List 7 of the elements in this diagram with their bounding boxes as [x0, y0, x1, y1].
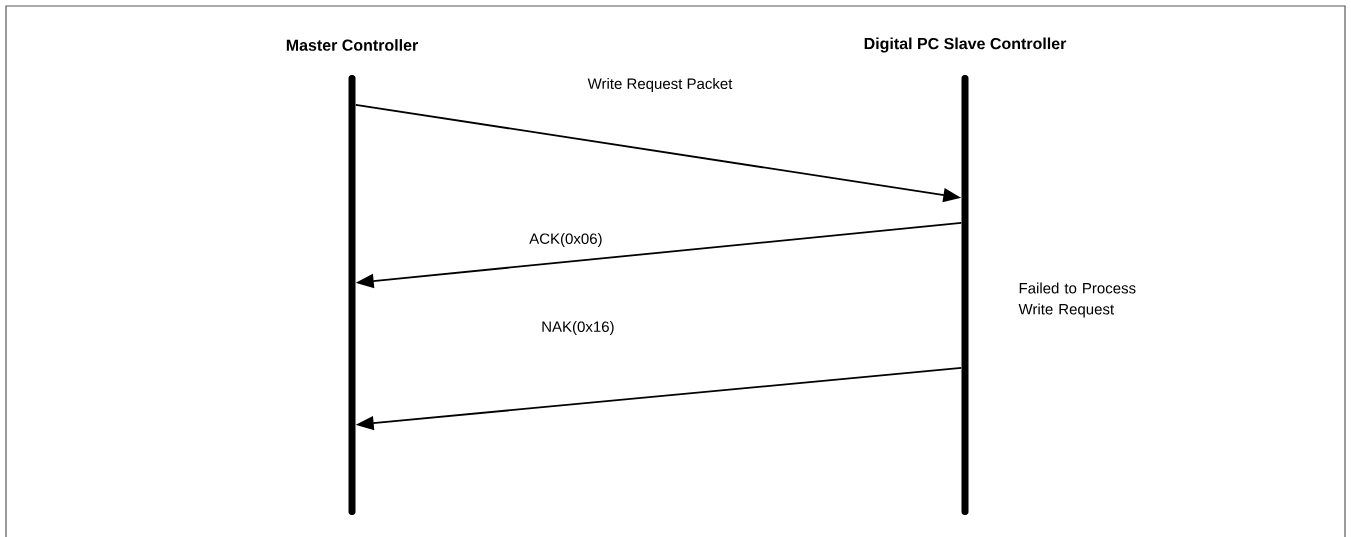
lifeline: Master Controller	[286, 39, 418, 515]
edge-label: Write Request Packet	[586, 77, 734, 93]
note-text: Failed to Process Write Request	[1018, 282, 1136, 318]
edge-label: ACK(0x06)	[528, 232, 604, 248]
node-label: Digital PC Slave Controller	[864, 37, 1067, 53]
edge-label: NAK(0x16)	[540, 320, 616, 336]
node-label: Master Controller	[286, 39, 418, 51]
